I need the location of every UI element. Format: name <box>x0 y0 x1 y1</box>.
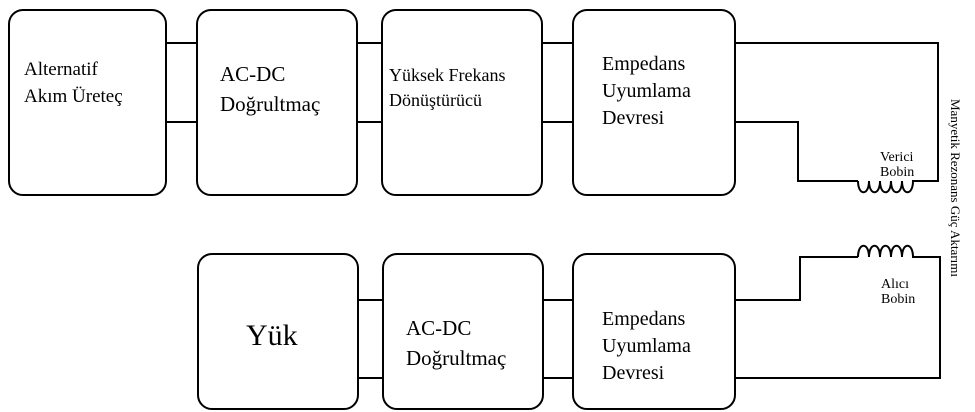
tx-coil-wiring <box>735 42 939 182</box>
rx-block3-line1: Empedans <box>602 308 686 330</box>
block-high-frequency-converter <box>381 9 543 196</box>
block-ac-dc-rectifier-tx <box>196 9 358 196</box>
rx-block1-line1: Yük <box>246 319 298 352</box>
transmitter-coil-label-line2: Bobin <box>880 165 914 180</box>
rx-connectors <box>358 299 573 379</box>
block-alternating-current-source <box>8 9 167 196</box>
rx-block3-line3: Devresi <box>602 362 665 384</box>
receiver-coil-label-line1: Alıcı <box>881 277 909 292</box>
tx-block3-line2: Dönüştürücü <box>389 90 482 110</box>
rx-block3-line2: Uyumlama <box>602 335 691 357</box>
tx-block2-line2: Doğrultmaç <box>220 92 320 116</box>
block-load <box>197 253 359 410</box>
receiver-coil-label-line2: Bobin <box>881 292 915 307</box>
tx-block4-line2: Uyumlama <box>602 80 691 102</box>
tx-block1-line2: Akım Üreteç <box>24 86 123 107</box>
block-ac-dc-rectifier-rx <box>382 253 544 410</box>
rx-block2-line1: AC-DC <box>406 316 471 340</box>
block-impedance-matching-tx <box>572 9 736 196</box>
transmitter-coil-label-line1: Verici <box>880 150 914 165</box>
rx-coil-wiring <box>735 256 941 379</box>
receiver-coil-icon <box>857 244 916 258</box>
rx-block2-line2: Doğrultmaç <box>406 346 506 370</box>
side-caption: Manyetik Rezonans Güç Aktarımı <box>948 99 963 277</box>
tx-connectors <box>166 42 573 123</box>
transmitter-coil-icon <box>857 180 916 194</box>
tx-block2-line1: AC-DC <box>220 62 285 86</box>
tx-block1-line1: Alternatif <box>24 59 99 80</box>
tx-block3-line1: Yüksek Frekans <box>389 65 505 85</box>
tx-block4-line1: Empedans <box>602 53 686 75</box>
tx-block4-line3: Devresi <box>602 107 665 129</box>
block-impedance-matching-rx <box>572 253 736 410</box>
